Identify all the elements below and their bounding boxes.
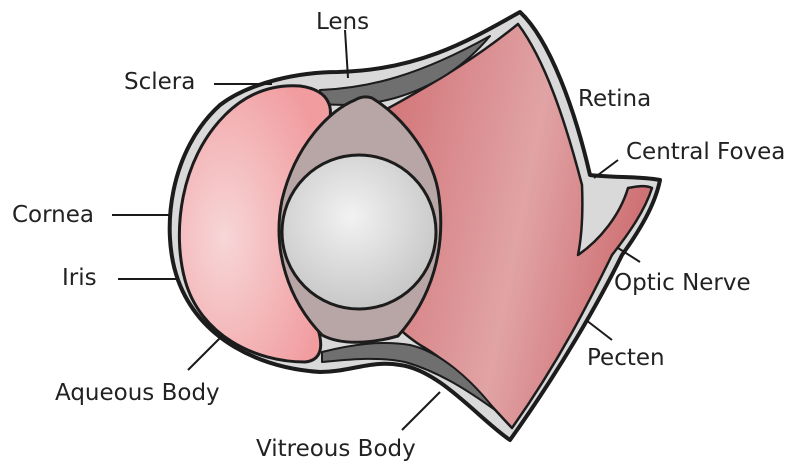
pecten-leader <box>586 320 612 340</box>
label-sclera: Sclera <box>124 69 195 95</box>
vitreous-body-leader <box>402 392 440 430</box>
label-aqueous-body: Aqueous Body <box>55 380 220 406</box>
label-iris: Iris <box>62 265 97 291</box>
label-retina: Retina <box>578 86 651 112</box>
label-central-fovea: Central Fovea <box>626 139 785 165</box>
label-lens: Lens <box>316 9 369 35</box>
label-cornea: Cornea <box>12 202 94 228</box>
aqueous-body-leader <box>188 336 222 370</box>
label-pecten: Pecten <box>587 345 665 371</box>
label-optic-nerve: Optic Nerve <box>614 270 751 296</box>
label-vitreous-body: Vitreous Body <box>256 436 416 462</box>
lens-shape <box>282 155 436 309</box>
